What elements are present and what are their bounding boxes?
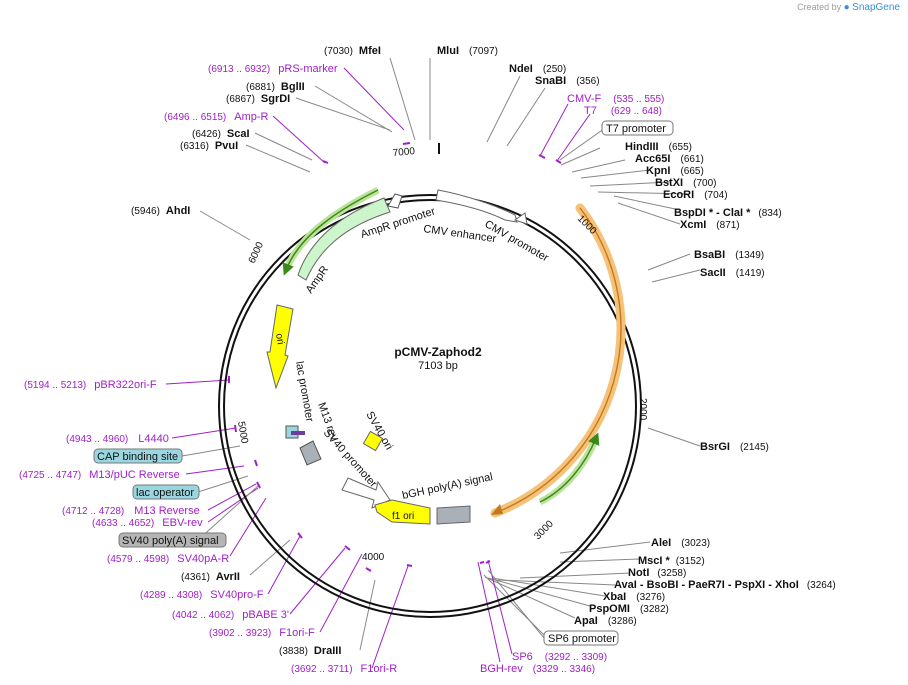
label-bgh-polya: bGH poly(A) signal bbox=[401, 471, 494, 502]
plasmid-length: 7103 bp bbox=[418, 360, 458, 372]
enzyme-alei: AleI(3023) bbox=[651, 537, 710, 549]
box-sv40-polya-signal bbox=[118, 532, 227, 548]
enzyme-bspdi-clai: BspDI * - ClaI *(834) bbox=[674, 207, 782, 219]
plasmid-name: pCMV-Zaphod2 bbox=[394, 345, 482, 359]
tick-7000: 7000 bbox=[392, 146, 416, 159]
tick-3000: 3000 bbox=[532, 518, 556, 542]
m13-rev-mark bbox=[291, 431, 305, 435]
snapgene-watermark: Created by ● SnapGene bbox=[797, 2, 900, 13]
green-orf-right-halo bbox=[538, 436, 600, 506]
tick-5000: 5000 bbox=[235, 421, 250, 445]
primer-sv40pro-f: (4289 .. 4308)SV40pro-F bbox=[140, 589, 264, 601]
backbone-inner bbox=[223, 199, 637, 613]
label-t7-promoter: T7 promoter bbox=[606, 123, 666, 135]
green-orf-left bbox=[282, 189, 379, 276]
primer-sp6: SP6(3292 .. 3309) bbox=[512, 651, 607, 663]
enzyme-snabi: SnaBI(356) bbox=[535, 75, 600, 87]
orf-arc bbox=[490, 203, 626, 518]
enzyme-msci: MscI *(3152) bbox=[638, 555, 705, 567]
enzyme-labels: (7030)MfeI MluI(7097) NdeI(250) SnaBI(35… bbox=[131, 45, 836, 657]
label-sp6-promoter: SP6 promoter bbox=[548, 633, 616, 645]
enzyme-xbai: XbaI(3276) bbox=[603, 591, 665, 603]
enzyme-ecori: EcoRI(704) bbox=[663, 189, 728, 201]
label-cap-binding-site: CAP binding site bbox=[97, 451, 178, 463]
ampr-promoter-arrow bbox=[387, 193, 403, 209]
tick-4000: 4000 bbox=[362, 552, 385, 563]
bgh-polya-mark bbox=[436, 505, 471, 525]
enzyme-mfei: (7030)MfeI bbox=[324, 45, 381, 57]
enzyme-ahdi: (5946)AhdI bbox=[131, 205, 190, 217]
sv40-polya-mark bbox=[299, 440, 322, 466]
enzyme-bsrgi: BsrGI(2145) bbox=[700, 441, 769, 453]
cmv-promoter-arrowhead bbox=[513, 212, 528, 225]
enzyme-pspomi: PspOMI(3282) bbox=[589, 603, 669, 615]
enzyme-avai-group: AvaI - BsoBI - PaeR7I - PspXI - XhoI(326… bbox=[614, 579, 836, 591]
ori-arrow bbox=[266, 304, 294, 390]
box-sp6-promoter bbox=[543, 630, 619, 646]
label-ori: ori bbox=[273, 333, 286, 346]
primer-marks bbox=[228, 142, 562, 572]
green-orf-right bbox=[539, 432, 600, 503]
backbone-outer bbox=[218, 194, 642, 618]
enzyme-noti: NotI(3258) bbox=[628, 567, 686, 579]
primer-m13-reverse: (4712 .. 4728)M13 Reverse bbox=[62, 505, 200, 517]
sv40-ori-mark bbox=[362, 430, 384, 452]
enzyme-sacii: SacII(1419) bbox=[700, 267, 765, 279]
box-leaders bbox=[181, 445, 545, 639]
enzyme-bsabi: BsaBI(1349) bbox=[694, 249, 764, 261]
enzyme-mlui: MluI(7097) bbox=[437, 45, 498, 57]
cmv-enhancer-arrow bbox=[435, 189, 518, 223]
enzyme-acc65i: Acc65I(661) bbox=[635, 153, 704, 165]
primer-ebv-rev: (4633 .. 4652)EBV-rev bbox=[92, 517, 203, 529]
enzyme-bstxi: BstXI(700) bbox=[655, 177, 716, 189]
created-by-text: Created by bbox=[797, 2, 842, 12]
snapgene-logo-icon: ● bbox=[843, 2, 850, 13]
primer-l4440: (4943 .. 4960)L4440 bbox=[66, 433, 169, 445]
snapgene-text: SnapGene bbox=[852, 2, 900, 13]
enzyme-scai: (6426)ScaI bbox=[192, 128, 250, 140]
label-lac-promoter: lac promoter bbox=[293, 360, 315, 423]
primer-m13-puc-reverse: (4725 .. 4747)M13/pUC Reverse bbox=[19, 469, 180, 481]
label-f1-ori: f1 ori bbox=[392, 511, 414, 522]
primer-prs-marker: (6913 .. 6932)pRS-marker bbox=[208, 63, 338, 75]
enzyme-avrii: (4361)AvrII bbox=[181, 571, 240, 583]
enzyme-apai: ApaI(3286) bbox=[574, 615, 637, 627]
enzyme-sgrdi: (6867)SgrDI bbox=[226, 93, 290, 105]
primer-f1ori-r: (3692 .. 3711)F1ori-R bbox=[291, 663, 397, 675]
primer-labels: (6913 .. 6932)pRS-marker (6496 .. 6515)A… bbox=[19, 63, 664, 675]
tick-6000: 6000 bbox=[247, 240, 267, 265]
enzyme-pvui: (6316)PvuI bbox=[180, 140, 238, 152]
box-lac-operator bbox=[132, 484, 200, 500]
primer-sv40pa-r: (4579 .. 4598)SV40pA-R bbox=[107, 553, 229, 565]
primer-amp-r: (6496 .. 6515)Amp-R bbox=[164, 111, 269, 123]
primer-t7: T7(629 .. 648) bbox=[584, 105, 662, 117]
enzyme-draiii: (3838)DraIII bbox=[279, 645, 341, 657]
tick-2000: 2000 bbox=[637, 398, 648, 421]
primer-pbr322ori-f: (5194 .. 5213)pBR322ori-F bbox=[24, 379, 157, 391]
enzyme-xcmi: XcmI(871) bbox=[680, 219, 740, 231]
enzyme-bglii: (6881)BglII bbox=[246, 81, 305, 93]
f1-ori-arrow bbox=[374, 499, 431, 525]
box-cap-binding-site bbox=[93, 448, 183, 464]
ampr-arrow bbox=[297, 197, 391, 281]
primer-cmv-f: CMV-F(535 .. 555) bbox=[567, 93, 664, 105]
enzyme-ndei: NdeI(250) bbox=[509, 63, 566, 75]
enzyme-kpni: KpnI(665) bbox=[646, 165, 704, 177]
primer-bgh-rev: BGH-rev(3329 .. 3346) bbox=[480, 663, 595, 675]
primer-f1ori-f: (3902 .. 3923)F1ori-F bbox=[209, 627, 315, 639]
boxed-labels: T7 promoter SP6 promoter CAP binding sit… bbox=[93, 120, 674, 646]
orf-arc-core bbox=[494, 207, 622, 514]
orf-arrowhead bbox=[491, 504, 503, 515]
label-sv40-polya-signal: SV40 poly(A) signal bbox=[122, 535, 219, 547]
enzyme-hindiii: HindIII(655) bbox=[625, 141, 692, 153]
label-lac-operator: lac operator bbox=[136, 487, 194, 499]
box-t7-promoter bbox=[601, 120, 674, 136]
primer-pbabe-3: (4042 .. 4062)pBABE 3' bbox=[172, 609, 289, 621]
